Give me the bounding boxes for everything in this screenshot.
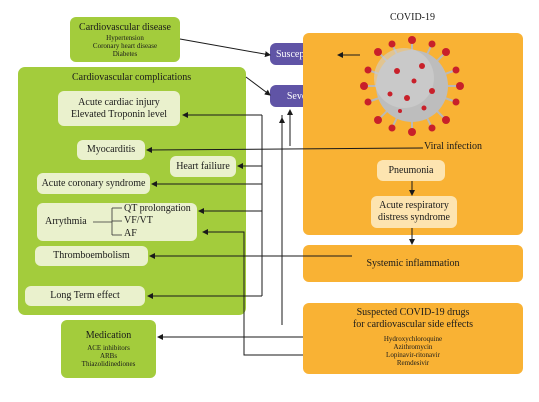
drugs-panel: Suspected COVID-19 drugs for cardiovascu… [303,303,523,374]
arrow-cvd-susceptibility [179,38,271,58]
medication-item: Thiazolidinediones [81,360,136,368]
medication-title: Medication [85,330,132,341]
ards-line2: distress syndrome [378,212,450,223]
medication-item: ARBs [99,352,118,360]
myocarditis-box: Myocarditis [77,140,145,160]
complications-title: Cardiovascular complications [72,72,192,83]
virus-icon [360,36,464,136]
arrow-drugs-af [202,229,303,356]
arrhythmia-label: Arrythmia [45,216,87,227]
cvd-box: Cardiovascular disease Hypertension Coro… [70,17,180,62]
pneumonia-box: Pneumonia [377,160,445,181]
drugs-title-line1: Suspected COVID-19 drugs [356,307,470,318]
drug-item: Lopinavir-ritonavir [386,351,440,359]
acute-cardiac-injury-line1: Acute cardiac injury [78,96,160,108]
cvd-item-hypertension: Hypertension [106,33,144,42]
arrhythmia-vfvt: VF/VT [124,215,153,226]
cvd-item-chd: Coronary heart disease [92,41,158,50]
arrow-viral-myocarditis [146,146,424,153]
drugs-title-line2: for cardiovascular side effects [352,319,474,330]
ards-box: Acute respiratory distress syndrome [371,196,457,228]
acute-cardiac-injury-line2: Elevated Troponin level [70,108,168,120]
arrhythmia-af: AF [124,228,137,239]
heart-failure-box: Heart failiure [170,156,236,177]
long-term-box: Long Term effect [25,286,145,306]
acs-box: Acute coronary syndrome [37,173,150,194]
thromboembolism-box: Thromboembolism [35,246,148,266]
cvd-title: Cardiovascular disease [79,21,171,33]
arrow-complications-severity [245,76,271,96]
medication-item: ACE inhibitors [87,344,130,352]
covid-title: COVID-19 [390,12,435,23]
viral-infection-label: Viral infection [424,141,482,152]
medication-box: Medication ACE inhibitors ARBs Thiazolid… [61,320,156,378]
systemic-inflammation-label: Systemic inflammation [366,258,460,269]
cvd-item-diabetes: Diabetes [112,49,138,58]
arrhythmia-qt: QT prolongation [124,203,191,214]
ards-line1: Acute respiratory [379,200,449,211]
drug-item: Hydroxychloroquine [383,335,443,343]
systemic-inflammation-box: Systemic inflammation [303,245,523,282]
acute-cardiac-injury-box: Acute cardiac injury Elevated Troponin l… [58,91,180,126]
drug-item: Remdesivir [396,359,430,367]
drug-item: Azithromycin [393,343,433,351]
